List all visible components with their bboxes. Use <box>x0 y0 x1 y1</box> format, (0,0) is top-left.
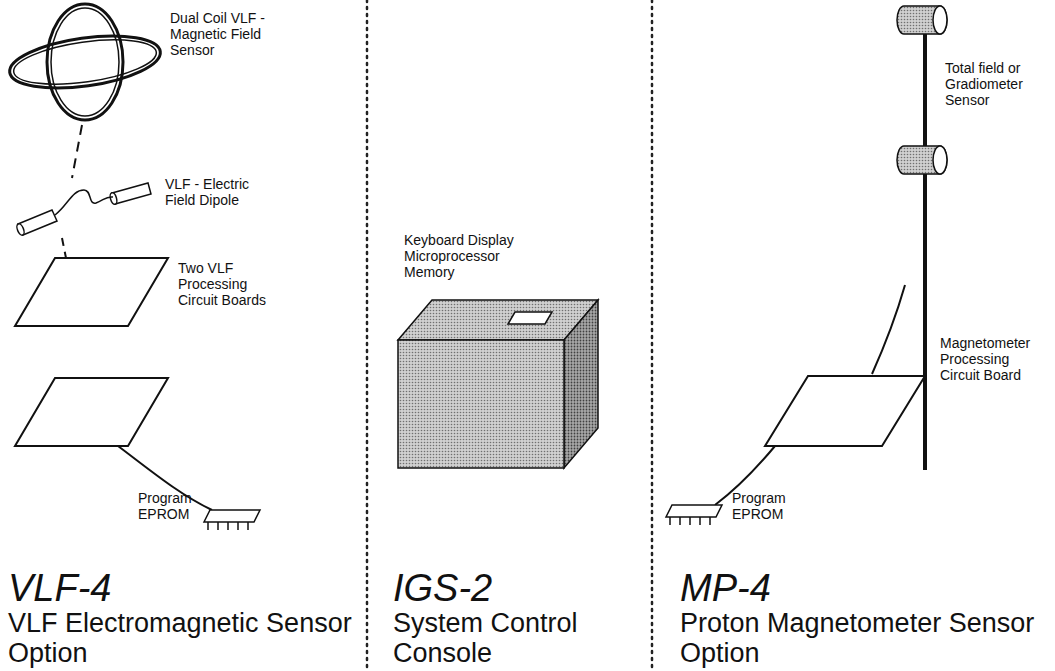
model-name: IGS-2 <box>393 568 593 610</box>
model-name: MP-4 <box>680 568 880 610</box>
chip-label: Program EPROM <box>732 490 798 522</box>
dashed-link <box>72 125 82 178</box>
sensor-cylinder <box>897 6 947 34</box>
sensor-label: Total field or Gradiometer Sensor <box>945 60 1049 108</box>
sensor-cylinder <box>897 146 947 174</box>
model-name: VLF-4 <box>8 568 208 610</box>
console-box <box>398 300 598 468</box>
dual-coil <box>6 4 163 120</box>
circuit-board <box>15 258 168 326</box>
eprom-chip <box>204 510 260 530</box>
dipole <box>15 183 151 236</box>
circuit-board <box>15 378 168 446</box>
column-divider <box>366 0 369 671</box>
board-label: Magnetometer Processing Circuit Board <box>940 335 1050 383</box>
sensor-label: VLF - Electric Field Dipole <box>165 176 280 208</box>
model-description: System Control Console <box>393 608 643 668</box>
board-label: Two VLF Processing Circuit Boards <box>178 260 290 308</box>
column-divider <box>651 0 654 671</box>
model-description: VLF Electromagnetic Sensor Option <box>8 608 353 668</box>
sensor-staff <box>923 20 927 470</box>
leader-line <box>872 285 905 374</box>
console-label: Keyboard Display Microprocessor Memory <box>404 232 514 280</box>
sensor-label: Dual Coil VLF - Magnetic Field Sensor <box>170 10 295 58</box>
model-description: Proton Magnetometer Sensor Option <box>680 608 1045 668</box>
chip-label: Program EPROM <box>138 490 204 522</box>
dashed-link <box>62 238 66 258</box>
circuit-board <box>765 376 925 446</box>
eprom-chip <box>666 505 722 525</box>
